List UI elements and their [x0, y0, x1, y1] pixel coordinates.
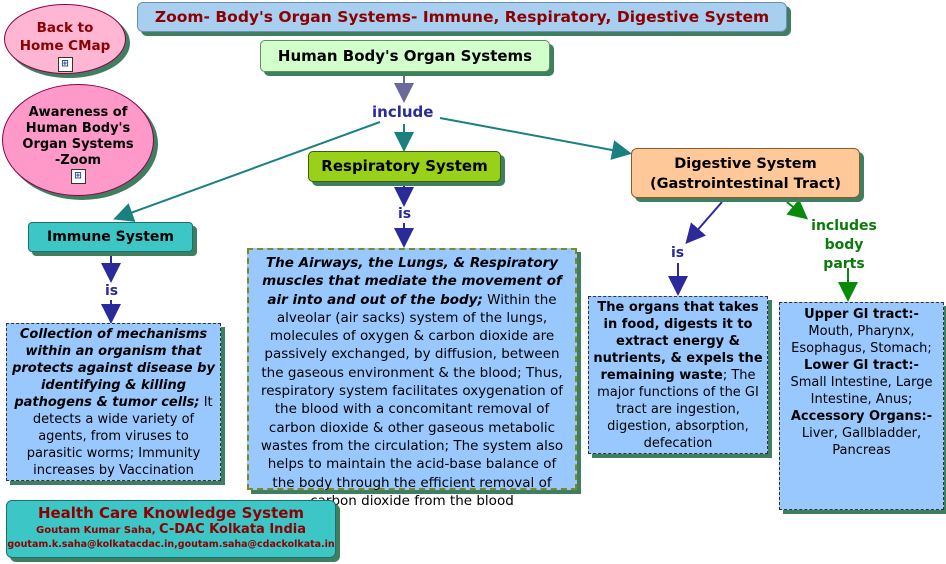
health-care-knowledge-system-footer: Health Care Knowledge System Goutam Kuma… — [6, 500, 336, 558]
immune-def-text: It detects a wide variety of agents, fro… — [26, 395, 213, 478]
awareness-line2: Human Body's — [25, 121, 131, 136]
digestive-def-text: ; The major functions of the GI tract ar… — [597, 368, 759, 451]
awareness-zoom-link[interactable]: Awareness of Human Body's Organ Systems … — [2, 84, 154, 196]
respiratory-def-bold: The Airways, the Lungs, & Respiratory mu… — [262, 255, 562, 308]
accessory-organs-label: Accessory Organs:- — [790, 409, 933, 424]
respiratory-def-text: Within the alveolar (air sacks) system o… — [260, 291, 564, 509]
digestive-def-bold: The organs that takes in food, digests i… — [593, 300, 763, 383]
link-is-respiratory: is — [398, 206, 412, 222]
footer-author: Goutam Kumar Saha, — [36, 525, 156, 536]
upper-gi-text: Mouth, Pharynx, Esophagus, Stomach; — [791, 324, 932, 356]
footer-org: C-DAC Kolkata India — [159, 522, 306, 537]
arrow-digestive-to-includes — [786, 199, 809, 220]
awareness-line1: Awareness of — [28, 105, 128, 120]
back-home-line2: Home CMap — [19, 38, 111, 54]
footer-author-line: Goutam Kumar Saha, C-DAC Kolkata India — [7, 522, 335, 538]
root-concept-human-body-organ-systems: Human Body's Organ Systems — [260, 40, 550, 72]
arrow-include-to-digestive — [439, 117, 632, 160]
concept-digestive-system: Digestive System (Gastrointestinal Tract… — [631, 148, 860, 198]
link-is-immune: is — [105, 283, 119, 299]
back-home-line1: Back to — [36, 20, 94, 36]
lower-gi-text: Small Intestine, Large Intestine, Anus; — [790, 375, 933, 407]
footer-title: Health Care Knowledge System — [37, 504, 305, 522]
body-parts-box: Upper GI tract:- Mouth, Pharynx, Esophag… — [779, 302, 944, 510]
lower-gi-label: Lower GI tract:- — [804, 358, 919, 373]
immune-def-bold: Collection of mechanisms within an organ… — [12, 327, 215, 410]
page-title: Zoom- Body's Organ Systems- Immune, Resp… — [137, 2, 787, 32]
arrow-digestive-to-is — [685, 201, 723, 245]
accessory-organs-text: Liver, Gallbladder, Pancreas — [801, 426, 922, 458]
link-includes-body-parts: includes body parts — [811, 218, 877, 272]
concept-map-icon[interactable]: ⊞ — [57, 56, 73, 72]
back-to-home-cmap-button[interactable]: Back to Home CMap ⊞ — [4, 4, 126, 74]
awareness-line4: -Zoom — [54, 153, 102, 168]
link-include: include — [372, 103, 434, 121]
digestive-label-line1: Digestive System — [674, 156, 817, 172]
awareness-line3: Organ Systems — [22, 137, 134, 152]
respiratory-definition-box: The Airways, the Lungs, & Respiratory mu… — [247, 248, 577, 509]
footer-email: goutam.k.saha@kolkatacdac.in,goutam.saha… — [7, 539, 335, 550]
arrow-include-to-immune — [113, 121, 381, 222]
digestive-definition-box: The organs that takes in food, digests i… — [588, 296, 768, 454]
link-is-digestive: is — [671, 245, 685, 261]
concept-respiratory-system: Respiratory System — [308, 151, 501, 182]
concept-map-icon[interactable]: ⊞ — [70, 169, 86, 184]
upper-gi-label: Upper GI tract:- — [804, 307, 919, 322]
concept-immune-system: Immune System — [28, 222, 193, 252]
immune-definition-box: Collection of mechanisms within an organ… — [6, 323, 221, 481]
digestive-label-line2: (Gastrointestinal Tract) — [649, 176, 842, 192]
